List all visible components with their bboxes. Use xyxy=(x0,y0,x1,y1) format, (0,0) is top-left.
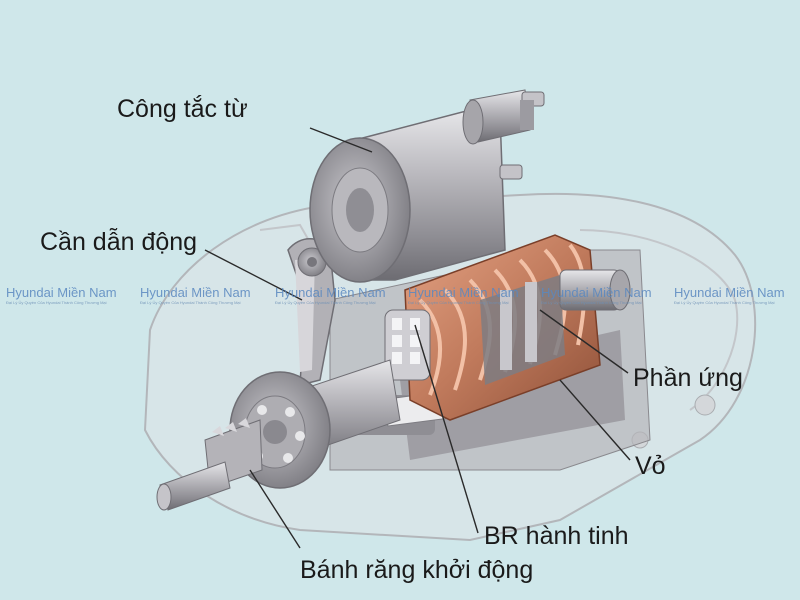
label-planetary-gear: BR hành tinh xyxy=(484,522,629,550)
label-pinion-gear: Bánh răng khởi động xyxy=(300,556,534,584)
leader-solenoid xyxy=(309,127,373,153)
leader-lines xyxy=(204,127,631,549)
leader-housing xyxy=(559,379,631,461)
pinion-gear-assembly xyxy=(156,359,401,511)
leader-armature xyxy=(539,309,629,374)
leader-planetary-gear xyxy=(414,324,479,534)
armature-windings xyxy=(404,234,601,421)
solenoid-switch xyxy=(309,89,545,283)
leader-pinion-gear xyxy=(249,469,301,549)
label-solenoid: Công tắc từ xyxy=(117,95,248,123)
drive-lever xyxy=(287,238,336,386)
planetary-gear-set xyxy=(384,309,431,381)
label-armature: Phần ứng xyxy=(633,364,743,392)
leader-drive-lever xyxy=(204,249,303,301)
armature-shaft xyxy=(559,269,631,311)
label-housing: Vỏ xyxy=(635,452,666,480)
label-drive-lever: Cần dẫn động xyxy=(40,228,198,256)
